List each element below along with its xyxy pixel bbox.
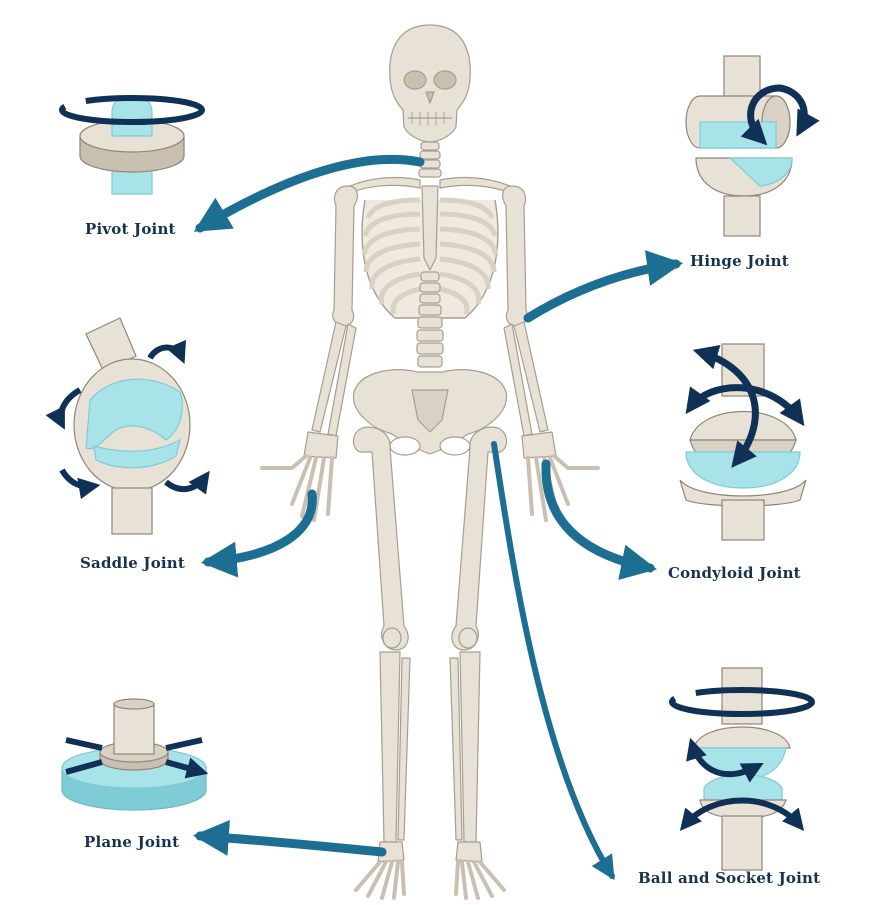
hinge-joint-label: Hinge Joint [690, 252, 789, 270]
sternum [422, 186, 438, 270]
condyloid-pointer-arrow [546, 464, 650, 568]
plane-pointer-arrow [200, 836, 382, 852]
condyloid-joint-label: Condyloid Joint [668, 564, 801, 582]
pivot-joint-label: Pivot Joint [85, 220, 176, 238]
saddle-joint-icon [61, 318, 206, 534]
condyloid-joint-icon [680, 344, 806, 540]
hinge-joint-icon [686, 56, 804, 236]
right-patella [459, 628, 477, 648]
plane-joint-icon [62, 699, 206, 810]
right-hand [522, 432, 598, 520]
plane-joint-label: Plane Joint [84, 833, 179, 851]
left-tibia [380, 652, 400, 842]
right-tibia [460, 652, 480, 842]
hinge-pointer-arrow [528, 264, 676, 318]
left-humerus [333, 186, 358, 326]
left-hand [262, 432, 338, 520]
spine [417, 272, 443, 367]
saddle-joint-label: Saddle Joint [80, 554, 185, 572]
left-clavicle [350, 178, 420, 192]
left-femur [353, 427, 408, 650]
right-humerus [503, 186, 528, 326]
pivot-joint-icon [62, 96, 202, 195]
skull [390, 25, 470, 142]
left-patella [383, 628, 401, 648]
right-foot [456, 842, 504, 898]
saddle-pointer-arrow [208, 494, 312, 562]
ball-socket-joint-icon [672, 668, 812, 870]
right-clavicle [440, 178, 510, 192]
ball-socket-joint-label: Ball and Socket Joint [638, 869, 820, 887]
